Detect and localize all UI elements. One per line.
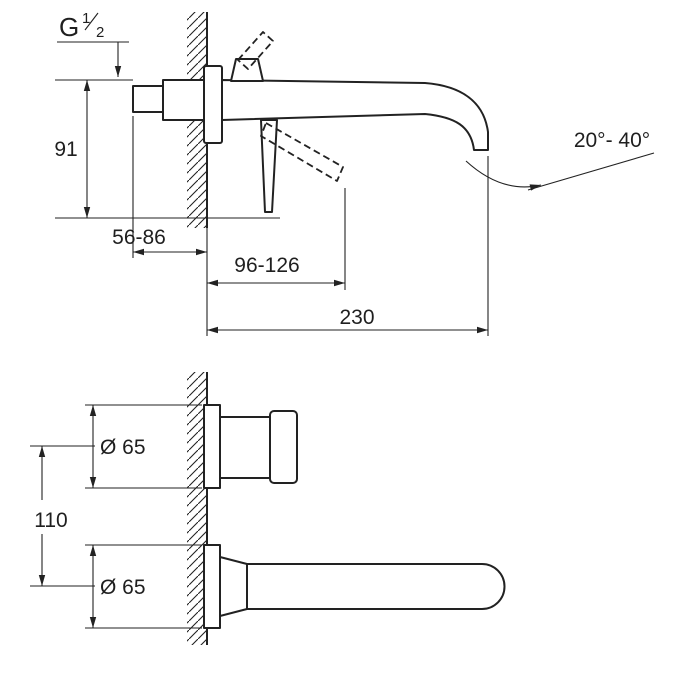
- handle-assembly-front: [203, 404, 298, 489]
- handle-knob: [269, 410, 298, 484]
- dim-escutcheon-bottom-label: Ø 65: [100, 576, 146, 599]
- spout-assembly-front: [203, 544, 506, 629]
- dim-spout-reach-label: 230: [339, 306, 374, 329]
- lever-swing-dashed: [260, 122, 344, 182]
- thread-prefix: G: [59, 12, 79, 42]
- mounting-nut: [162, 79, 205, 121]
- angle-range-label: 20°- 40°: [574, 129, 650, 152]
- dim-reach-96-126: 96-126: [207, 188, 346, 290]
- dim-spacing-110: 110: [30, 445, 95, 587]
- thread-size-label: G 1 2: [57, 10, 129, 77]
- spout-tube: [246, 563, 506, 610]
- lever-raised-dashed: [237, 31, 274, 70]
- handle-dome: [230, 58, 264, 82]
- wall-hatch-front: [187, 372, 207, 645]
- dim-spout-230: 230: [207, 156, 489, 336]
- thread-fraction-slash: [84, 12, 99, 31]
- dim-escutcheon-bottom: Ø 65: [85, 544, 202, 629]
- thread-numerator: 1: [82, 10, 90, 27]
- dim-escutcheon-top: Ø 65: [85, 404, 202, 489]
- dim-depth-label: 56-86: [112, 226, 166, 249]
- dim-height-91: 91: [54, 79, 280, 219]
- lever-down: [260, 119, 278, 213]
- angle-annotation: 20°- 40°: [465, 129, 655, 191]
- handle-body: [219, 416, 271, 479]
- faucet-side-view: [132, 31, 489, 213]
- spout-escutcheon: [203, 544, 221, 629]
- angle-swing-arrow: [465, 160, 542, 191]
- spout-side: [221, 79, 489, 151]
- dim-height-label: 91: [54, 138, 77, 161]
- wall-escutcheon-side: [203, 65, 223, 144]
- handle-escutcheon: [203, 404, 221, 489]
- front-view: Ø 65 110 Ø 65: [30, 372, 506, 645]
- dim-spacing-label: 110: [34, 509, 67, 532]
- dim-escutcheon-top-label: Ø 65: [100, 436, 146, 459]
- thread-denominator: 2: [96, 24, 104, 41]
- dim-depth-56-86: 56-86: [112, 116, 207, 258]
- angle-reference-line: [527, 152, 655, 191]
- dim-reach-label: 96-126: [234, 254, 299, 277]
- spout-neck: [219, 556, 248, 617]
- supply-nipple: [132, 85, 164, 113]
- side-view: G 1 2 91 56-86 96-126 230: [54, 10, 655, 336]
